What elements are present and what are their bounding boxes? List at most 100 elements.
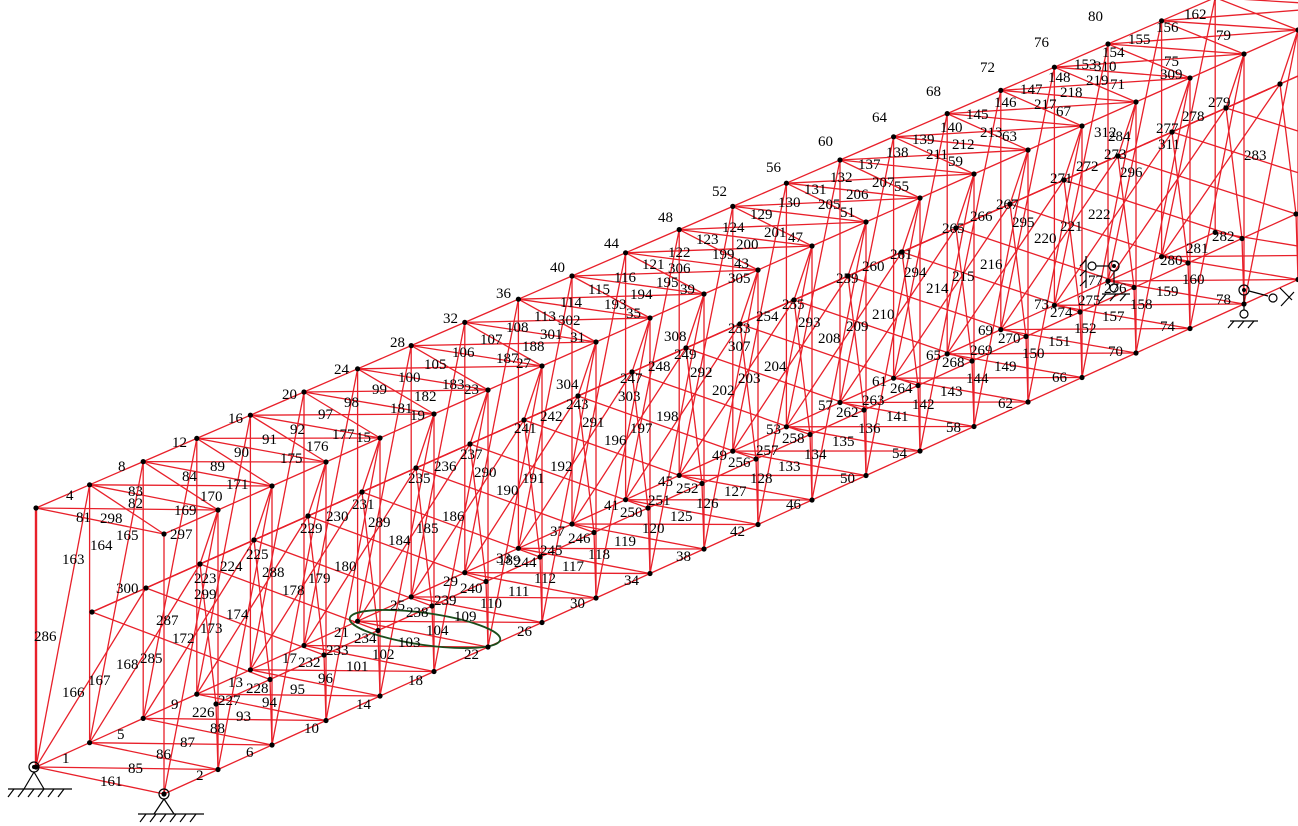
truss-member xyxy=(196,693,381,697)
truss-member xyxy=(649,548,705,575)
member-label: 26 xyxy=(517,624,533,640)
member-label: 60 xyxy=(818,134,833,150)
truss-member xyxy=(732,205,813,247)
truss-member xyxy=(571,347,687,525)
member-label: 179 xyxy=(308,571,331,587)
truss-node xyxy=(1241,301,1247,307)
truss-member xyxy=(839,227,957,403)
truss-member xyxy=(755,433,811,460)
member-label: 157 xyxy=(1102,309,1125,325)
truss-member xyxy=(1161,256,1298,281)
truss-member xyxy=(631,371,811,436)
member-label: 297 xyxy=(170,527,193,543)
truss-node xyxy=(375,627,381,634)
truss-member xyxy=(518,523,573,549)
truss-node xyxy=(569,521,575,527)
truss-member xyxy=(865,450,921,477)
member-label: 203 xyxy=(738,371,761,387)
truss-node xyxy=(515,296,522,302)
member-label: 6 xyxy=(246,745,254,761)
member-label: 56 xyxy=(766,160,782,176)
truss-node xyxy=(1169,129,1175,135)
truss-member xyxy=(571,252,627,525)
truss-member xyxy=(625,229,680,254)
truss-member xyxy=(485,556,541,583)
truss-member xyxy=(142,437,198,463)
truss-member xyxy=(357,368,489,391)
member-label: 217 xyxy=(1034,97,1057,113)
truss-member xyxy=(577,395,757,460)
truss-member xyxy=(1053,131,1173,306)
truss-member xyxy=(163,509,219,795)
truss-node xyxy=(944,111,950,117)
truss-member xyxy=(1081,101,1137,378)
member-label: 125 xyxy=(670,509,693,525)
truss-member xyxy=(415,467,595,534)
truss-node xyxy=(323,459,329,465)
member-label: 57 xyxy=(818,398,834,414)
truss-member xyxy=(89,484,165,535)
truss-node xyxy=(647,570,653,577)
truss-member xyxy=(217,744,273,771)
truss-member xyxy=(303,467,417,646)
truss-member xyxy=(595,317,651,599)
truss-member xyxy=(518,547,705,550)
truss-member xyxy=(356,345,412,622)
member-label: 172 xyxy=(172,631,195,647)
member-label: 101 xyxy=(346,659,369,675)
truss-member xyxy=(523,365,543,421)
member-label: 292 xyxy=(690,365,713,381)
member-label: 13 xyxy=(228,675,243,691)
truss-node xyxy=(645,505,651,511)
member-label: 95 xyxy=(290,682,305,698)
truss-member xyxy=(793,245,813,301)
member-label: 294 xyxy=(904,265,927,281)
truss-member xyxy=(847,275,1027,338)
truss-member xyxy=(595,317,651,343)
truss-member xyxy=(839,401,1029,404)
member-label: 290 xyxy=(474,465,497,481)
truss-member xyxy=(517,275,573,549)
member-label: 107 xyxy=(480,332,503,348)
truss-member xyxy=(361,491,541,558)
member-label: 110 xyxy=(480,596,502,612)
member-label: 25 xyxy=(390,598,405,614)
truss-node xyxy=(676,472,682,478)
truss-member xyxy=(1117,101,1137,157)
member-label: 62 xyxy=(998,396,1013,412)
member-label: 67 xyxy=(1056,104,1072,120)
truss-member xyxy=(839,159,975,175)
member-label: 237 xyxy=(460,447,483,463)
truss-node xyxy=(408,594,414,600)
truss-member xyxy=(625,323,741,501)
member-label: 257 xyxy=(756,443,779,459)
member-label: 152 xyxy=(1074,321,1097,337)
truss-member xyxy=(357,368,435,415)
member-label: 186 xyxy=(442,509,465,525)
truss-node xyxy=(483,578,489,585)
truss-node xyxy=(215,507,221,513)
truss-node xyxy=(593,339,599,345)
truss-node xyxy=(467,441,473,447)
member-label: 221 xyxy=(1060,219,1083,235)
truss-member xyxy=(625,499,759,526)
truss-node xyxy=(891,134,897,140)
truss-node xyxy=(1293,211,1298,217)
member-label: 176 xyxy=(306,439,329,455)
member-label: 190 xyxy=(496,483,519,499)
truss-member xyxy=(785,251,903,428)
truss-node xyxy=(755,521,761,528)
truss-member xyxy=(732,275,849,452)
truss-member xyxy=(678,450,734,476)
truss-member xyxy=(464,547,519,574)
member-label: 40 xyxy=(550,260,565,276)
truss-node xyxy=(33,764,39,770)
truss-member xyxy=(892,113,948,379)
truss-member xyxy=(593,507,649,534)
member-label: 144 xyxy=(966,371,989,387)
member-label: 207 xyxy=(872,175,895,191)
member-label: 264 xyxy=(890,381,913,397)
member-labels: 1245689101213141516171819202122232425262… xyxy=(34,7,1267,790)
truss-member xyxy=(1225,107,1298,132)
